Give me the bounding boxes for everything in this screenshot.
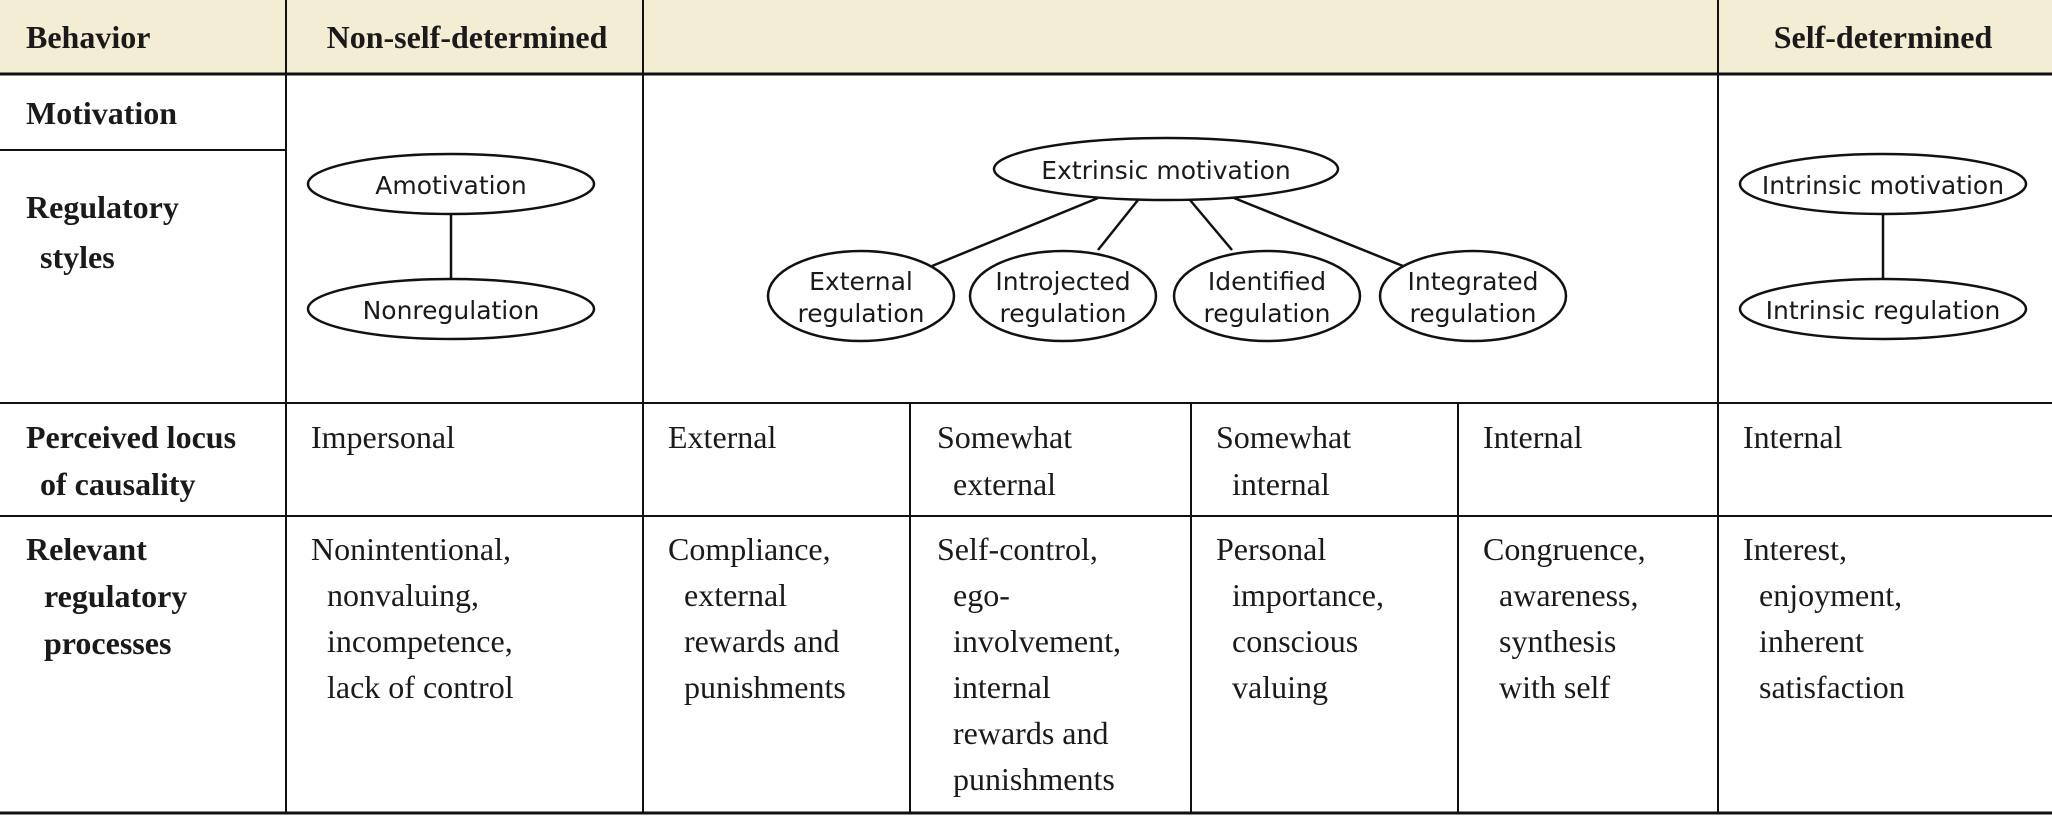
header-non-self-determined: Non-self-determined xyxy=(327,19,608,55)
locus-cell: Somewhat xyxy=(937,419,1072,455)
intrinsic-motivation-node-ellipse xyxy=(1738,152,2028,216)
process-cell: lack of control xyxy=(327,669,514,705)
process-cell: inherent xyxy=(1759,623,1864,659)
locus-cell: Internal xyxy=(1483,419,1583,455)
locus-cell: Somewhat xyxy=(1216,419,1351,455)
row-label-perceived-locus: Perceived locus xyxy=(26,419,236,455)
locus-cell: internal xyxy=(1232,466,1330,502)
connector-line xyxy=(1233,196,1404,268)
external-regulation-node-label: regulation xyxy=(798,299,925,328)
introjected-regulation-node-label: Introjected xyxy=(995,267,1130,296)
row-label-regulatory-styles: Regulatory xyxy=(26,189,179,225)
process-cell: awareness, xyxy=(1499,577,1638,613)
identified-regulation-node-label: Identified xyxy=(1208,267,1326,296)
process-cell: internal xyxy=(953,669,1051,705)
process-cell: satisfaction xyxy=(1759,669,1905,705)
nonregulation-node-ellipse xyxy=(306,277,596,341)
process-cell: punishments xyxy=(684,669,846,705)
external-regulation-node-ellipse xyxy=(766,249,956,343)
extrinsic-motivation-node-ellipse xyxy=(992,136,1340,202)
introjected-regulation-node-ellipse xyxy=(968,249,1158,343)
process-cell: Self-control, xyxy=(937,531,1098,567)
row-label-relevant-processes: Relevant xyxy=(26,531,147,567)
identified-regulation-node-label: regulation xyxy=(1204,299,1331,328)
process-cell: Nonintentional, xyxy=(311,531,511,567)
process-cell: Congruence, xyxy=(1483,531,1646,567)
locus-cell: external xyxy=(953,466,1056,502)
process-cell: conscious xyxy=(1232,623,1358,659)
external-regulation-node-label: External xyxy=(809,267,913,296)
process-cell: rewards and xyxy=(684,623,839,659)
header-band xyxy=(0,0,2052,74)
intrinsic-motivation-node-label: Intrinsic motivation xyxy=(1762,171,2004,200)
process-cell: enjoyment, xyxy=(1759,577,1902,613)
process-cell: Personal xyxy=(1216,531,1326,567)
process-cell: nonvaluing, xyxy=(327,577,479,613)
introjected-regulation-node-label: regulation xyxy=(1000,299,1127,328)
integrated-regulation-node-label: Integrated xyxy=(1408,267,1539,296)
process-cell: ego- xyxy=(953,577,1010,613)
intrinsic-regulation-node-ellipse xyxy=(1738,277,2028,341)
row-label-relevant-processes: regulatory xyxy=(44,578,187,614)
integrated-regulation-node-ellipse xyxy=(1378,249,1568,343)
process-cell: with self xyxy=(1499,669,1610,705)
locus-cell: Impersonal xyxy=(311,419,455,455)
process-cell: external xyxy=(684,577,787,613)
identified-regulation-node-ellipse xyxy=(1172,249,1362,343)
header-self-determined: Self-determined xyxy=(1774,19,1993,55)
integrated-regulation-node-label: regulation xyxy=(1410,299,1537,328)
connector-line xyxy=(931,196,1099,268)
locus-cell: External xyxy=(668,419,777,455)
connector-line xyxy=(1097,199,1139,251)
process-cell: incompetence, xyxy=(327,623,513,659)
amotivation-node-ellipse xyxy=(306,152,596,216)
amotivation-node-label: Amotivation xyxy=(375,171,527,200)
process-cell: rewards and xyxy=(953,715,1108,751)
process-cell: valuing xyxy=(1232,669,1328,705)
row-label-perceived-locus: of causality xyxy=(40,466,196,502)
process-cell: synthesis xyxy=(1499,623,1616,659)
process-cell: Compliance, xyxy=(668,531,831,567)
row-label-motivation: Motivation xyxy=(26,95,177,131)
extrinsic-motivation-node-label: Extrinsic motivation xyxy=(1041,156,1291,185)
process-cell: importance, xyxy=(1232,577,1384,613)
process-cell: Interest, xyxy=(1743,531,1847,567)
row-label-regulatory-styles: styles xyxy=(40,239,115,275)
process-cell: punishments xyxy=(953,761,1115,797)
process-cell: involvement, xyxy=(953,623,1121,659)
header-behavior: Behavior xyxy=(26,19,150,55)
row-label-relevant-processes: processes xyxy=(44,625,171,661)
nonregulation-node-label: Nonregulation xyxy=(363,296,540,325)
connector-line xyxy=(1189,199,1233,251)
locus-cell: Internal xyxy=(1743,419,1843,455)
intrinsic-regulation-node-label: Intrinsic regulation xyxy=(1766,296,2001,325)
